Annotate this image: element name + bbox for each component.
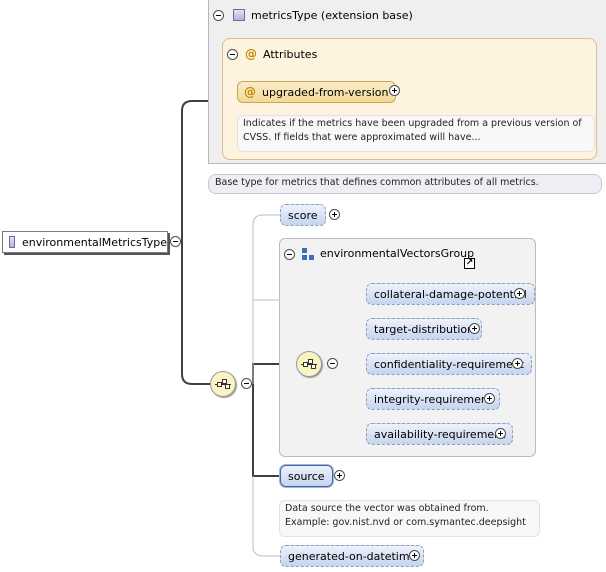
collapse-icon[interactable] [213,10,224,21]
element-label: generated-on-datetime [288,549,417,563]
sequence-icon[interactable] [210,371,236,397]
attributes-label: Attributes [263,47,318,61]
element-source[interactable]: source [280,465,333,487]
expand-icon[interactable] [469,323,480,334]
expand-icon[interactable] [334,470,345,481]
element-collateral-damage-potential[interactable]: collateral-damage-potential [366,283,535,305]
element-availability-requirement[interactable]: availability-requirement [366,423,514,445]
root-element[interactable]: environmentalMetricsType [2,231,168,253]
element-integrity-requirement[interactable]: integrity-requirement [366,388,501,410]
sequence-icon[interactable] [296,351,322,377]
root-element-label: environmentalMetricsType [21,235,167,249]
element-label: collateral-damage-potential [374,287,527,301]
metrics-type-label: metricsType (extension base) [251,8,413,22]
element-label: integrity-requirement [374,392,493,406]
element-label: availability-requirement [374,427,506,441]
base-type-doc: Base type for metrics that defines commo… [208,174,602,194]
metrics-type-header: metricsType (extension base) [233,6,413,24]
collapse-icon[interactable] [241,378,252,389]
attribute-icon: @ [245,47,257,61]
complex-type-icon [233,9,245,21]
expand-icon[interactable] [389,85,400,96]
attribute-name: upgraded-from-version [262,85,389,99]
element-generated-on-datetime[interactable]: generated-on-datetime [280,545,425,567]
attributes-header: @ Attributes [245,47,317,61]
element-label: source [288,469,325,483]
expand-icon[interactable] [512,358,523,369]
element-target-distribution[interactable]: target-distribution [366,318,483,340]
collapse-icon[interactable] [170,236,181,247]
collapse-icon[interactable] [227,49,238,60]
element-score[interactable]: score [280,204,326,226]
group-icon [302,247,314,260]
complex-type-icon [9,236,15,248]
attribute-doc: Indicates if the metrics have been upgra… [237,115,595,152]
element-label: score [288,208,318,222]
link-icon[interactable]: ↗ [464,258,475,269]
collapse-icon[interactable] [284,249,295,260]
expand-icon[interactable] [495,428,506,439]
attribute-icon: @ [244,85,256,99]
attributes-panel: @ Attributes @ upgraded-from-version Ind… [222,38,597,160]
group-label: environmentalVectorsGroup [320,247,475,260]
environmental-vectors-group: environmentalVectorsGroup ↗ [279,238,536,457]
source-doc: Data source the vector was obtained from… [279,500,540,537]
collapse-icon[interactable] [327,358,338,369]
element-label: confidentiality-requirement [374,357,525,371]
source-doc-line: Example: gov.nist.nvd or com.symantec.de… [285,517,526,528]
expand-icon[interactable] [409,550,420,561]
element-confidentiality-requirement[interactable]: confidentiality-requirement [366,353,533,375]
expand-icon[interactable] [514,288,525,299]
expand-icon[interactable] [329,209,340,220]
source-doc-line: Data source the vector was obtained from… [285,503,489,514]
expand-icon[interactable] [484,393,495,404]
group-header: environmentalVectorsGroup [302,247,474,260]
attribute-upgraded-from-version[interactable]: @ upgraded-from-version [237,81,397,103]
element-label: target-distribution [374,322,475,336]
